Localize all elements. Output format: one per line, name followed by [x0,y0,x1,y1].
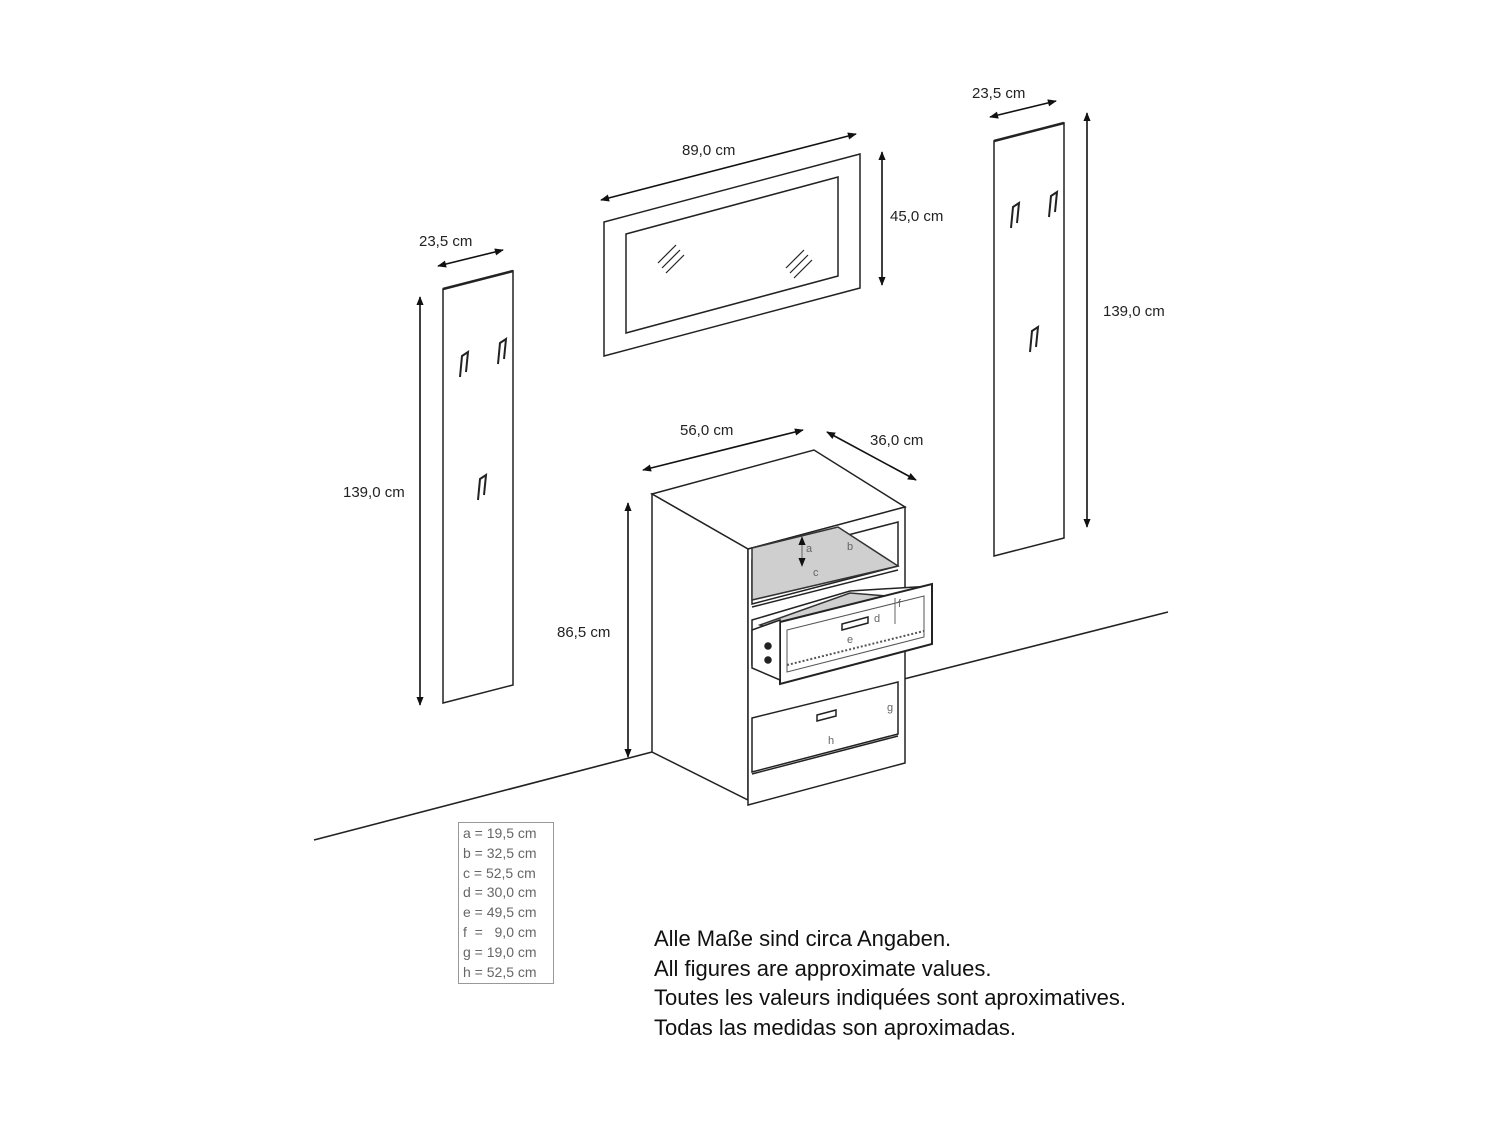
mirror-width-label: 89,0 cm [682,142,736,159]
coat-hook-icon [1010,189,1059,353]
legend-row-c: c = 52,5 cm [463,864,536,881]
dresser-depth-label: 36,0 cm [870,432,924,449]
dresser-width-arrow [642,428,804,472]
dresser-depth-arrow [826,431,917,481]
left-panel-height-label: 139,0 cm [343,484,405,501]
right-panel-height-label: 139,0 cm [1103,303,1165,320]
dresser-width-label: 56,0 cm [680,422,734,439]
letter-b: b [847,541,854,553]
legend-row-d: d = 30,0 cm [463,884,537,901]
note-german: Alle Maße sind circa Angaben. [654,926,952,951]
legend-row-a: a = 19,5 cm [463,825,537,841]
dresser-height-label: 86,5 cm [557,624,611,641]
letter-c: c [813,567,819,579]
note-english: All figures are approximate values. [654,955,992,981]
dresser [650,449,933,806]
mirror-glare-icon [657,244,813,279]
left-panel-width-label: 23,5 cm [419,233,473,250]
inner-dimension-guides [798,536,896,624]
right-panel-width-label: 23,5 cm [972,85,1026,102]
right-coat-panel [993,121,1065,557]
legend-row-g: g = 19,0 cm [463,943,537,960]
letter-h: h [828,735,835,747]
mirror-width-arrow [600,132,857,202]
note-french: Toutes les valeurs indiquées sont aproxi… [654,985,1127,1010]
note-spanish: Todas las medidas son aproximadas. [654,1014,1016,1040]
letter-g: g [887,702,894,714]
mirror-height-label: 45,0 cm [890,208,944,225]
legend-row-e: e = 49,5 cm [463,904,537,921]
letter-d: d [874,613,881,625]
dimension-arrows [416,99,1091,758]
approximation-notes: Alle Maße sind circa Angaben. All figure… [654,924,1126,1042]
letter-f: f [898,598,902,610]
right-panel-width-arrow [989,99,1057,119]
left-coat-panel [442,269,514,704]
coat-hook-icon [459,336,508,501]
legend-row-f: f = 9,0 cm [463,923,537,940]
floor-line [313,611,1169,841]
legend-row-h: h = 52,5 cm [463,963,537,980]
letter-e: e [847,634,854,646]
measurement-legend: a = 19,5 cm b = 32,5 cm c = 52,5 cm d = … [458,822,554,985]
wall-mirror [603,153,861,357]
left-panel-width-arrow [437,248,504,268]
letter-a: a [806,543,813,555]
legend-row-b: b = 32,5 cm [463,844,537,861]
